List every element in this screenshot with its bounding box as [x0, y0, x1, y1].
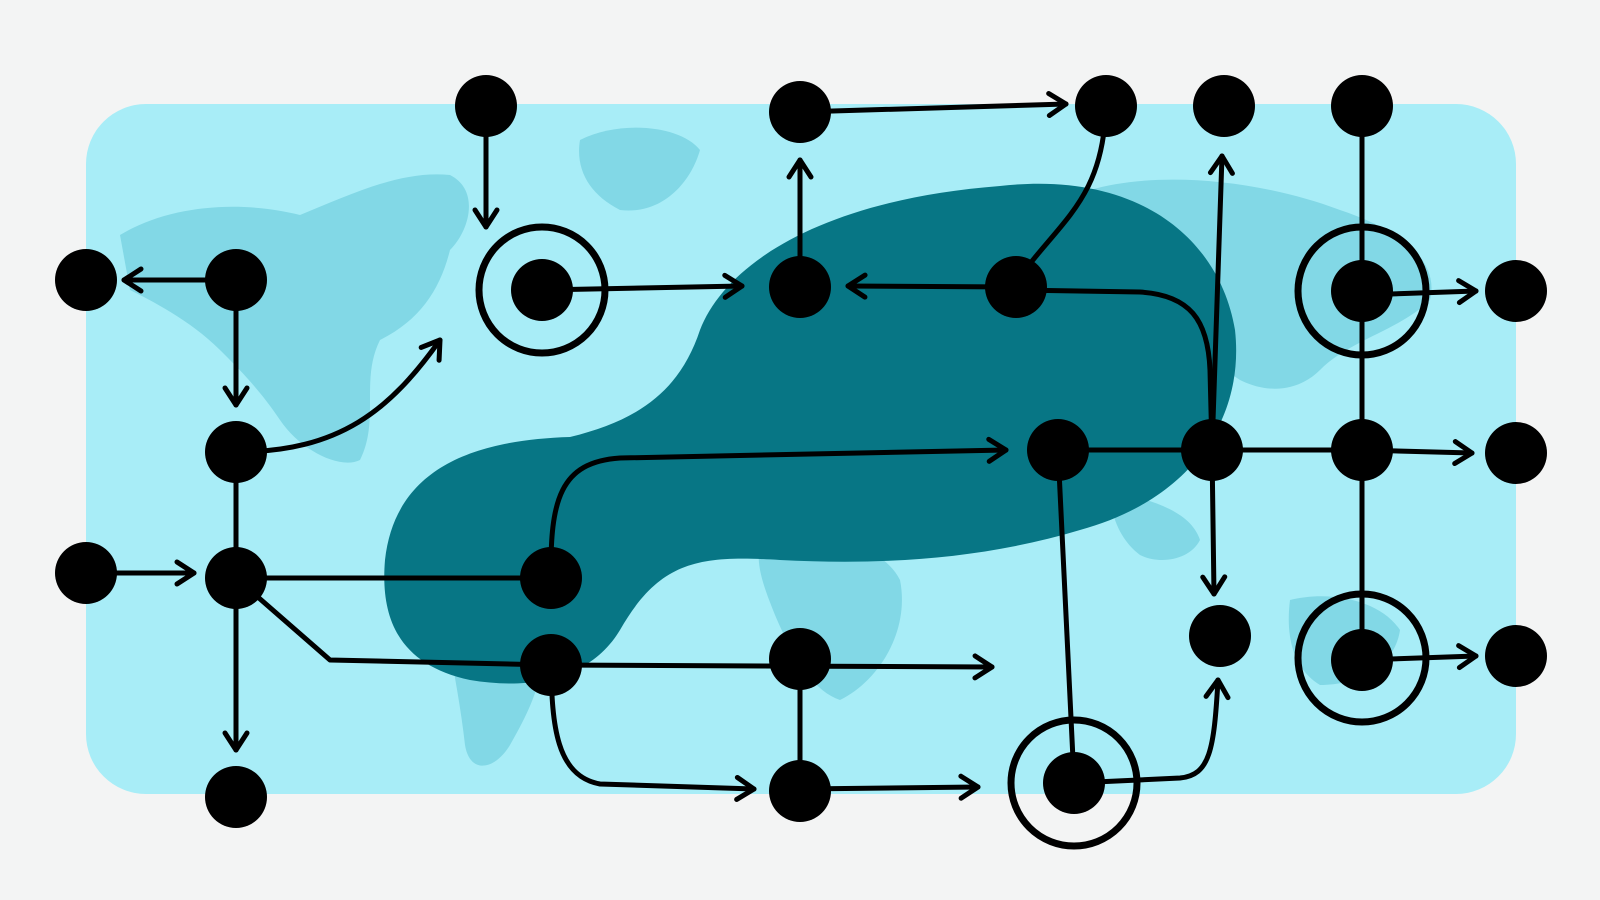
ring-node-upper-left [475, 223, 609, 357]
node [1043, 752, 1105, 814]
continent-north-america [120, 174, 469, 463]
node [1485, 625, 1547, 687]
node [55, 249, 117, 311]
ring-node-lower-right [1294, 590, 1430, 726]
node [455, 75, 517, 137]
node [205, 249, 267, 311]
ring-node-upper-right [1294, 223, 1430, 359]
edge-x [1071, 677, 1231, 786]
edge-j [539, 272, 745, 300]
node [1189, 605, 1251, 667]
node [55, 542, 117, 604]
node [1485, 422, 1547, 484]
node [520, 634, 582, 696]
edge-c [233, 337, 443, 455]
node [511, 259, 573, 321]
node-layer [55, 75, 1547, 828]
node [1331, 75, 1393, 137]
node [1331, 260, 1393, 322]
edge-l [797, 91, 1069, 119]
node [1485, 260, 1547, 322]
continent-greenland [579, 127, 700, 211]
ring-node-bottom [1007, 716, 1141, 850]
node [769, 628, 831, 690]
continent-africa [758, 538, 902, 700]
node [205, 547, 267, 609]
node [769, 81, 831, 143]
node [1075, 75, 1137, 137]
edge-h [233, 575, 554, 668]
node [520, 547, 582, 609]
node [769, 256, 831, 318]
node [1181, 419, 1243, 481]
node [1027, 419, 1089, 481]
edge-p [1207, 153, 1235, 453]
node [769, 760, 831, 822]
node [1331, 419, 1393, 481]
edge-o [1013, 287, 1215, 453]
node [205, 766, 267, 828]
ring-layer [475, 223, 1430, 850]
node [205, 421, 267, 483]
node [1331, 629, 1393, 691]
node [985, 256, 1047, 318]
node [1193, 75, 1255, 137]
edge-w [1055, 447, 1077, 783]
